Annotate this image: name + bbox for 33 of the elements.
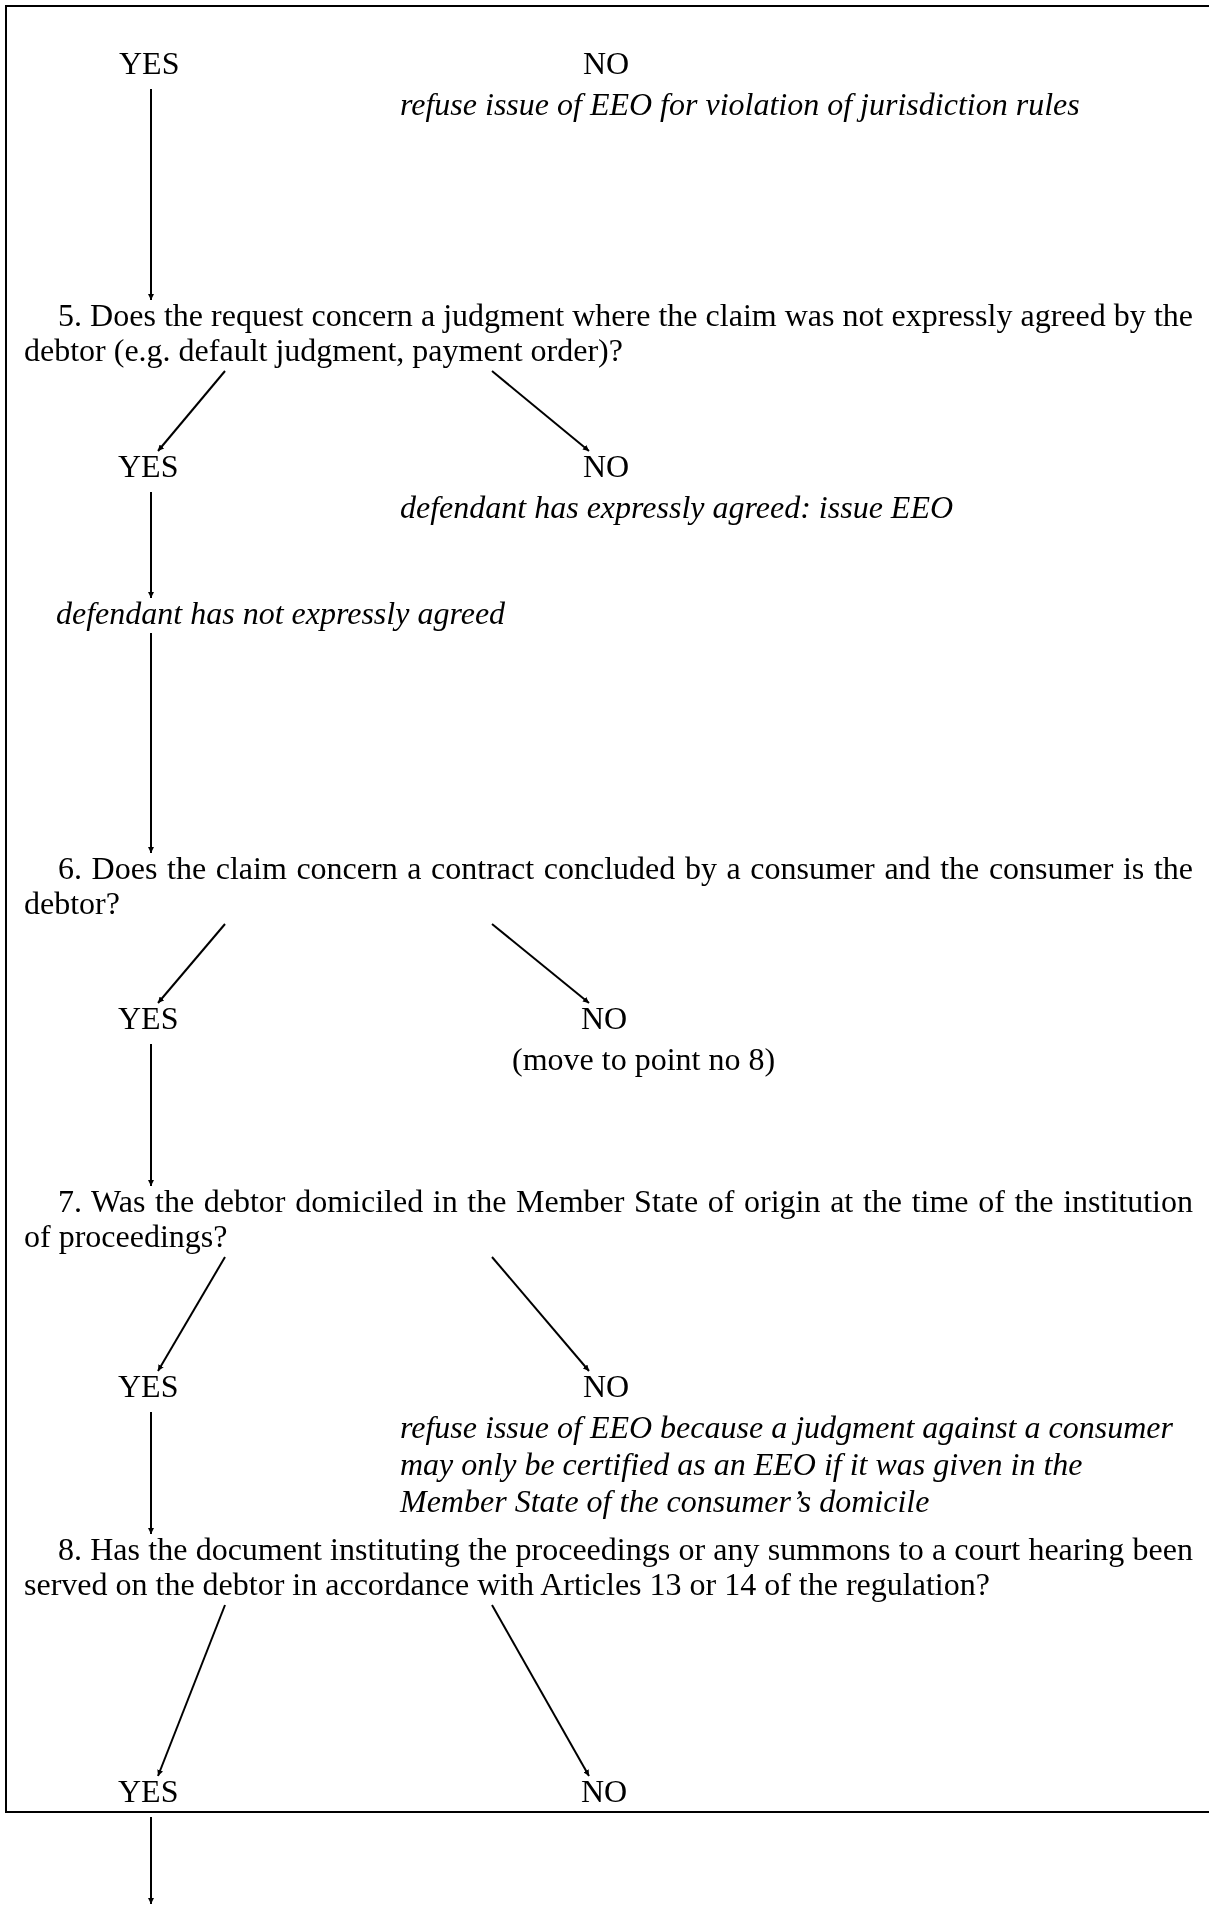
answer-label: NO (583, 1368, 630, 1404)
outcome-text: refuse issue of EEO for violation of jurisdiction rules (400, 86, 1081, 123)
arrow (491, 370, 590, 452)
question-text: 6. Does the claim concern a contract concluded by a consumer and the consumer is the debtor? (24, 851, 1193, 921)
answer-label: YES (119, 45, 180, 81)
answer-label: NO (581, 1773, 628, 1809)
arrow (157, 1256, 226, 1372)
arrow (157, 1604, 226, 1777)
arrow (157, 923, 226, 1004)
answer-label: YES (118, 448, 179, 484)
answer-label: NO (583, 448, 630, 484)
arrow (148, 1043, 154, 1187)
arrow (491, 1604, 590, 1777)
outcome-text: defendant has expressly agreed: issue EEO (400, 489, 955, 526)
question-text: 7. Was the debtor domiciled in the Member State of origin at the time of the institution of proceedings? (24, 1184, 1193, 1254)
arrow (491, 1256, 590, 1372)
question-text: 8. Has the document instituting the proceedings or any summons to a court hearing been served on the debtor in accordance with Articles 13 or 14 of the regulation? (24, 1532, 1193, 1602)
arrow (148, 1411, 154, 1535)
answer-label: NO (583, 45, 630, 81)
answer-label: YES (118, 1000, 179, 1036)
answer-label: NO (581, 1000, 628, 1036)
arrow (491, 923, 590, 1004)
arrow (157, 370, 226, 452)
arrow (148, 491, 154, 599)
arrow (148, 632, 154, 854)
answer-label: YES (118, 1773, 179, 1809)
outcome-text: refuse issue of EEO because a judgment against a consumer may only be certified as an EEO if it was given in the Member State of the consumer’s domicile (400, 1409, 1174, 1520)
answer-label: YES (118, 1368, 179, 1404)
arrow (148, 1816, 154, 1905)
arrow (148, 88, 154, 301)
question-text: 5. Does the request concern a judgment where the claim was not expressly agreed by the debtor (e.g. default judgment, payment order)? (24, 298, 1193, 368)
outcome-text: (move to point no 8) (512, 1041, 777, 1078)
note-text: defendant has not expressly agreed (56, 596, 507, 630)
